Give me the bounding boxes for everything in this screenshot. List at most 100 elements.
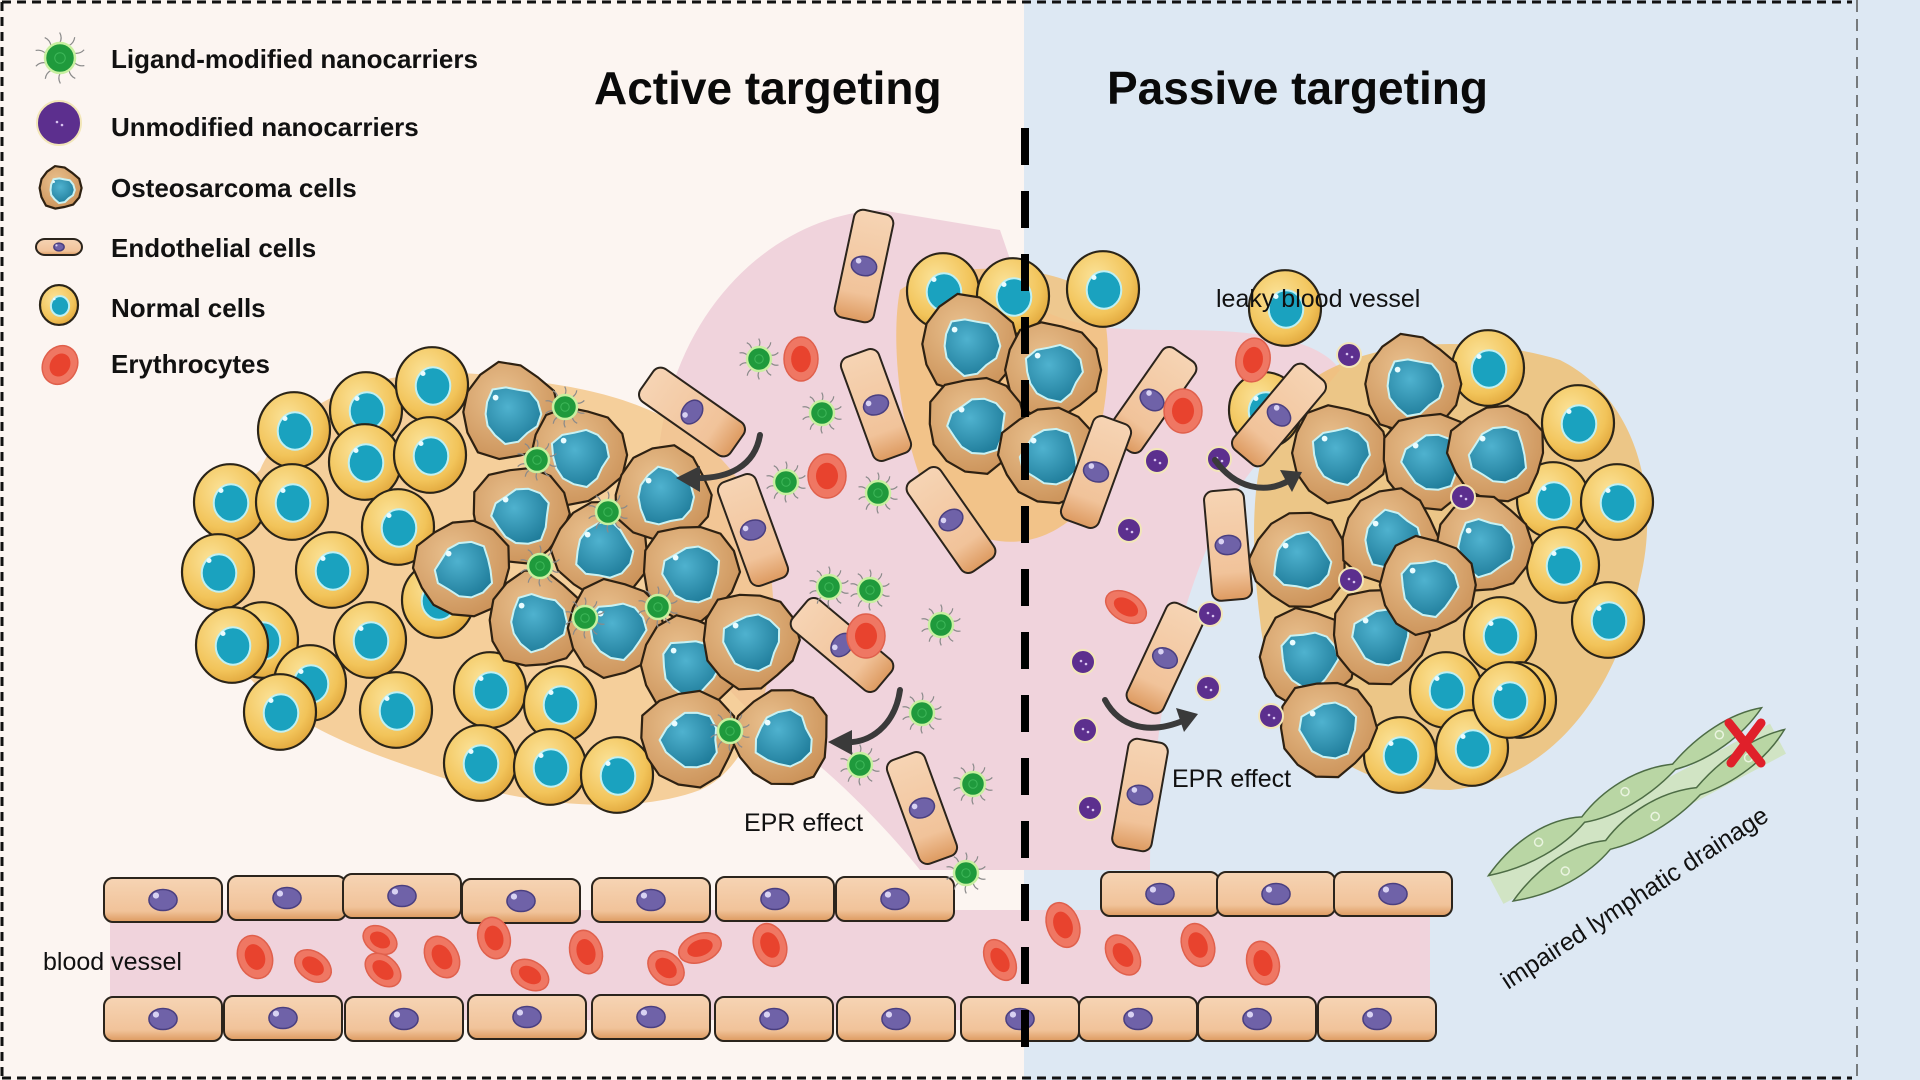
endothelial-cell [960, 996, 1080, 1042]
normal-cell [294, 531, 370, 609]
normal-cell [1450, 329, 1526, 407]
endothelial-cell [1333, 871, 1453, 917]
endothelial-cell [223, 995, 343, 1041]
cell-layer [103, 208, 1655, 1042]
unmodified-nanocarrier [1077, 795, 1103, 821]
legend-label: Osteosarcoma cells [111, 173, 357, 203]
ligand-nanocarrier [809, 566, 849, 608]
normal-cell [1525, 526, 1601, 604]
osteosarcoma-cell [729, 689, 828, 786]
erythrocyte [1245, 940, 1281, 986]
normal-cell-icon [38, 283, 80, 327]
normal-cell [327, 423, 403, 501]
legend-item-endothelial: Endothelial cells [35, 233, 316, 263]
endothelial-cell [905, 466, 997, 574]
epr-effect-label-active: EPR effect [744, 809, 863, 837]
endothelial-cell [1197, 996, 1317, 1042]
unmodified-nanocarrier [1336, 342, 1362, 368]
transport-arrow-icon [676, 432, 763, 492]
endothelial-cell [103, 996, 223, 1042]
legend-label: Normal cells [111, 293, 266, 323]
endothelial-cell [1125, 601, 1205, 715]
ligand-nanocarrier [802, 392, 842, 434]
osteosarcoma-cell [1279, 681, 1379, 779]
ligand-nanocarrier [520, 545, 560, 587]
legend-label: Unmodified nanocarriers [111, 112, 419, 142]
unmodified-nanocarrier [1258, 703, 1284, 729]
erythrocyte [846, 613, 886, 659]
legend-label: Erythrocytes [111, 349, 270, 379]
unmodified-nanocarrier [1072, 717, 1098, 743]
endothelial-cell [1317, 996, 1437, 1042]
endothelial-cell-icon [35, 238, 83, 256]
ligand-nanocarrier [921, 604, 961, 646]
endothelial-cell [467, 994, 587, 1040]
osteosarcoma-cell [1247, 511, 1346, 609]
passive-targeting-title: Passive targeting [1107, 62, 1488, 114]
normal-cell [1247, 269, 1323, 347]
erythrocyte [1235, 337, 1271, 383]
legend-item-normal: Normal cells [38, 283, 266, 327]
ligand-nanocarrier [588, 491, 628, 533]
endothelial-cell [715, 876, 835, 922]
erythrocyte [1104, 934, 1142, 976]
normal-cell [1362, 716, 1438, 794]
osteosarcoma-cell [1003, 321, 1103, 422]
osteosarcoma-cell [640, 689, 739, 789]
normal-cell [1065, 250, 1141, 328]
osteosarcoma-cell [614, 444, 713, 544]
endothelial-cell [835, 876, 955, 922]
endothelial-cell [1078, 996, 1198, 1042]
ligand-nanocarrier [545, 386, 585, 428]
transport-arrow-icon [1102, 697, 1198, 732]
endothelial-cell [716, 473, 790, 587]
osteosarcoma-cell [38, 164, 83, 210]
erythrocyte [236, 934, 274, 980]
legend-label: Ligand-modified nanocarriers [111, 44, 478, 74]
normal-cell [256, 391, 332, 469]
normal-cell [452, 651, 528, 729]
active-targeting-title: Active targeting [594, 62, 942, 114]
normal-cell [242, 673, 318, 751]
unmodified-nanocarrier [1338, 567, 1364, 593]
normal-cell [1570, 581, 1646, 659]
ligand-nanocarrier [517, 439, 557, 481]
osteosarcoma-cell [1364, 332, 1463, 433]
blood-vessel-label: blood vessel [43, 948, 182, 976]
erythrocyte [510, 958, 550, 992]
endothelial-cell [1059, 415, 1133, 529]
ligand-nanocarrier [638, 586, 678, 628]
unmodified-nanocarrier [1116, 517, 1142, 543]
ligand-nanocarrier [946, 852, 986, 894]
erythrocyte [752, 922, 788, 968]
ligand-nanocarrier [739, 338, 779, 380]
erythrocyte [1180, 922, 1216, 968]
endothelial-cell [1231, 362, 1327, 468]
unmodified-nanocarrier [1450, 484, 1476, 510]
normal-cell [392, 416, 468, 494]
endothelial-cell [839, 348, 913, 462]
leaky-blood-vessel-label: leaky blood vessel [1216, 285, 1420, 313]
erythrocyte [1045, 901, 1081, 949]
osteosarcoma-cell [488, 569, 587, 667]
endothelial-cell [591, 877, 711, 923]
lymphatic-cell-strand-bottom [1511, 728, 1787, 902]
osteosarcoma-cell [411, 519, 511, 618]
normal-cell [358, 671, 434, 749]
endothelial-cell [1100, 871, 1220, 917]
endothelial-cell [1216, 871, 1336, 917]
endothelial-cell [591, 994, 711, 1040]
osteosarcoma-cell [702, 593, 801, 691]
erythrocyte [362, 924, 398, 956]
normal-cell [522, 665, 598, 743]
normal-cell [1408, 651, 1484, 729]
unmodified-nanocarrier-icon [36, 100, 82, 146]
osteosarcoma-cell-icon [38, 164, 83, 210]
erythrocyte [783, 336, 819, 382]
blocked-x-icon [1724, 718, 1766, 768]
erythrocyte [647, 950, 685, 986]
erythrocyte-icon [41, 344, 79, 386]
endothelial-cell [227, 875, 347, 921]
legend-item-ligand: Ligand-modified nanocarriers [35, 32, 478, 84]
erythrocyte [678, 932, 722, 964]
